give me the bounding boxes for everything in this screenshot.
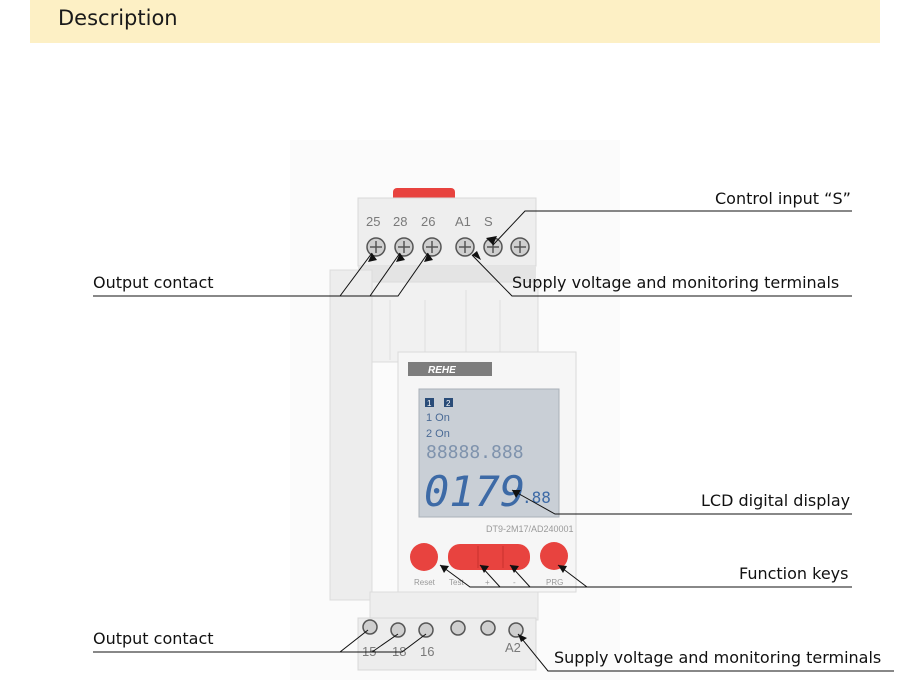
screw-18-icon [390,622,406,638]
screw-15-icon [362,619,378,635]
screw-b1-icon [450,620,466,636]
callout-output-contact-top: Output contact [93,273,214,292]
relay2-indicator [444,398,453,407]
arrow-out-26 [424,253,433,262]
prg-key[interactable] [540,542,568,570]
lcd-line2: 2 On [426,428,450,440]
screw-16-icon [418,622,434,638]
brand-bar [408,362,492,376]
callout-supply-top: Supply voltage and monitoring terminals [512,273,840,292]
callout-supply-bottom: Supply voltage and monitoring terminals [554,648,882,667]
arrow-key-plus [480,565,489,573]
callout-function-keys: Function keys [739,564,849,583]
key-label-test: Test [449,578,464,587]
terminal-label-a2: A2 [505,640,521,655]
key-label-prg: PRG [546,578,563,587]
lcd-display [418,388,560,518]
arrow-key-prg [558,565,567,573]
arrow-lcd [512,490,521,498]
relay2-number: 2 [446,399,451,408]
terminal-label-s: S [484,214,493,229]
callout-output-contact-bottom: Output contact [93,629,214,648]
arrow-control-input [486,236,497,245]
key-label-reset: Reset [414,578,436,587]
terminal-label-26: 26 [421,214,435,229]
arrow-out-25 [368,253,377,262]
relay1-number: 1 [427,399,432,408]
test-plus-minus-keys[interactable] [448,544,530,570]
screw-a2-icon [508,622,524,638]
top-terminal-base [358,266,536,282]
brand-logo: REHE [428,365,456,376]
key-label-minus: - [513,578,516,587]
arrow-key-minus [510,565,519,573]
terminal-label-16: 16 [420,644,434,659]
arrow-out-28 [396,253,405,262]
arrow-supply-bottom [518,634,527,642]
terminal-label-a1: A1 [455,214,471,229]
lcd-line1: 1 On [426,412,450,424]
section-title: Description [58,6,178,30]
section-header: Description [30,0,880,43]
lcd-main-value: 0179 [424,467,525,516]
screw-b2-icon [480,620,496,636]
top-terminal-block [357,197,537,267]
callout-lcd: LCD digital display [701,491,851,510]
lcd-main-decimal: .88 [522,488,551,507]
reset-key[interactable] [410,543,438,571]
arrow-supply-top [472,251,481,260]
callout-control-input: Control input “S” [715,189,851,208]
model-number: DT9-2M17/AD240001 [486,524,574,534]
side-rail [329,269,373,601]
key-label-plus: + [485,578,490,587]
lcd-segment-row: 88888.888 [426,442,524,463]
terminal-label-25: 25 [366,214,380,229]
upper-body [369,281,539,363]
relay1-indicator [425,398,434,407]
bottom-terminal-block [357,617,537,671]
arrow-key-reset [440,565,449,573]
lower-body [369,591,539,621]
terminal-label-28: 28 [393,214,407,229]
